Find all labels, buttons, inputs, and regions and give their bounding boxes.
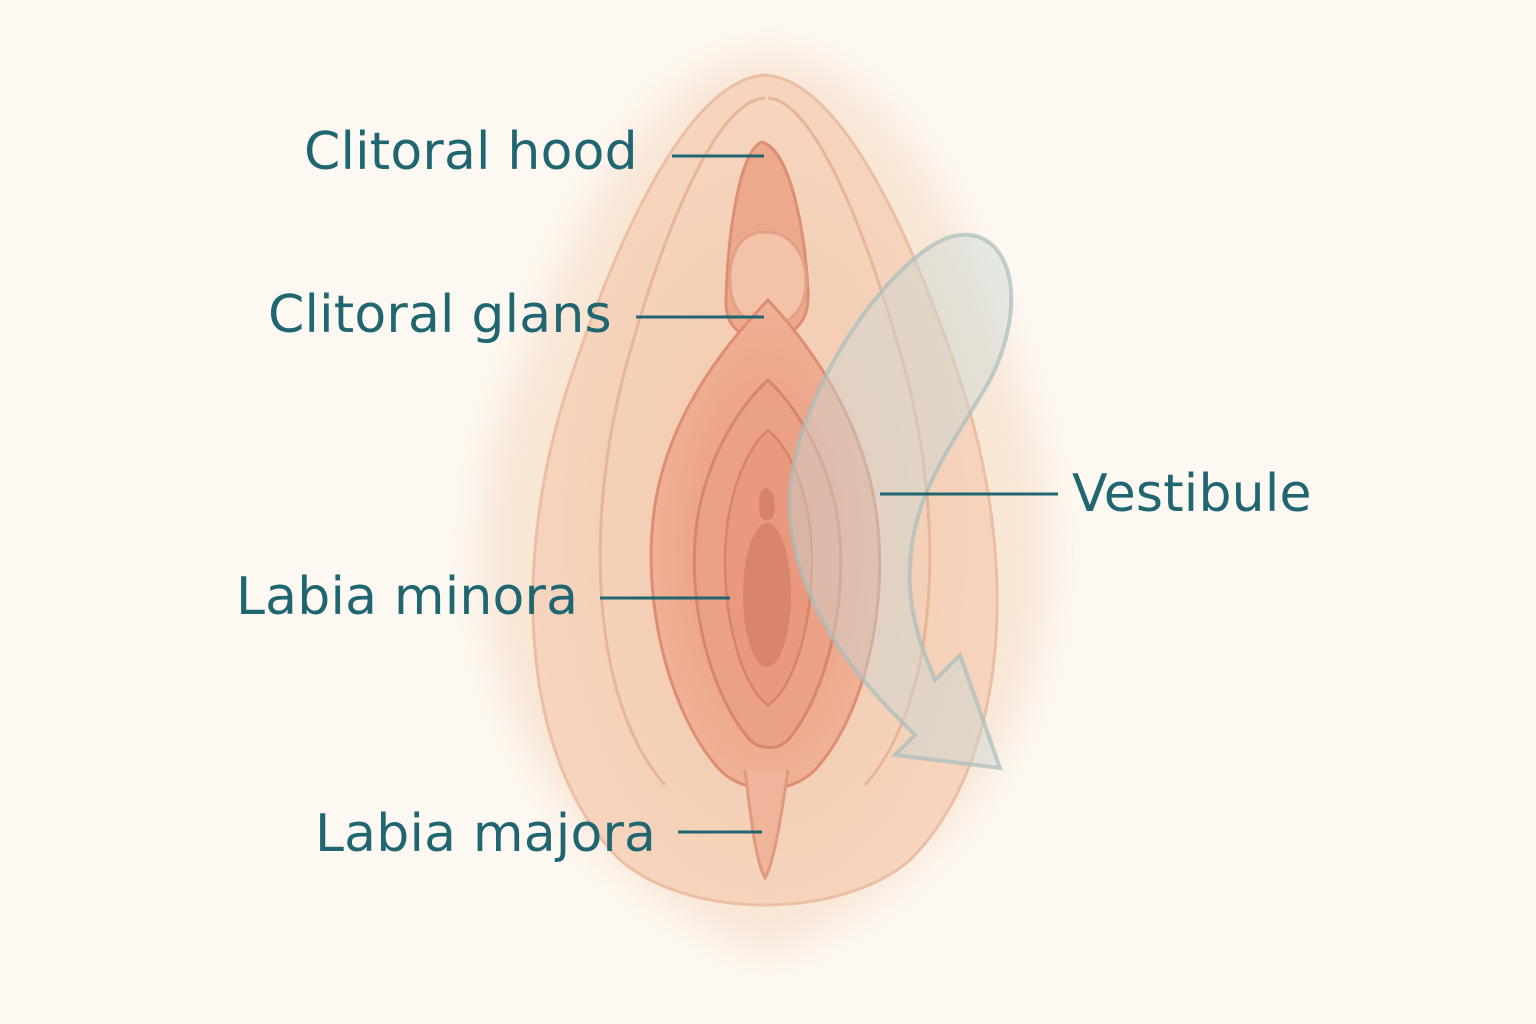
labia-minora-label: Labia minora xyxy=(236,567,579,627)
vestibule-label: Vestibule xyxy=(1072,464,1312,524)
clitoral-glans-label: Clitoral glans xyxy=(268,285,612,345)
vaginal-opening-shape xyxy=(743,523,791,667)
arrow-shape xyxy=(787,232,1014,771)
urethral-opening-shape xyxy=(758,488,775,521)
labia-majora-inner-fold-right xyxy=(767,96,932,786)
clitoral-hood-label: Clitoral hood xyxy=(304,122,638,182)
labia-majora-inner-fold xyxy=(598,96,766,786)
labia-majora-label: Labia majora xyxy=(315,804,657,864)
perineal-tail-shape xyxy=(743,769,790,882)
